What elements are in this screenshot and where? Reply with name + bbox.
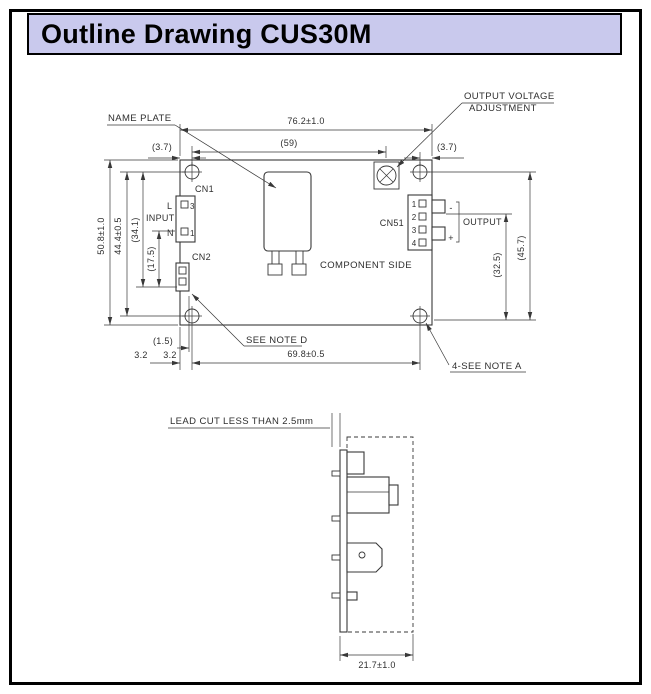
dim-341-text: (34.1) — [130, 217, 140, 242]
dim-37-right-text: (3.7) — [437, 142, 457, 152]
see-note-d-label: SEE NOTE D — [246, 335, 308, 346]
cn1-pin1-label: 1 — [190, 229, 195, 238]
dim-width-text: 76.2±1.0 — [287, 116, 324, 126]
mounting-holes — [182, 162, 430, 326]
dim-32-left-text: 3.2 — [134, 350, 147, 360]
cn1-label: CN1 — [195, 184, 214, 194]
cn51-label: CN51 — [380, 218, 404, 228]
cn2-connector: CN2 — [175, 252, 211, 292]
component-side-label: COMPONENT SIDE — [320, 260, 412, 271]
name-plate-component — [263, 171, 312, 276]
title-bar: Outline Drawing CUS30M — [27, 13, 622, 55]
dimension-34-1: (34.1) — [130, 172, 146, 287]
dimension-bottom-left: (1.5) 3.2 3.2 — [134, 336, 189, 366]
output-voltage-label-2: ADJUSTMENT — [469, 103, 537, 114]
dim-15-text: (1.5) — [153, 336, 173, 346]
dim-698-text: 69.8±0.5 — [287, 349, 324, 359]
cn51-pin3-label: 3 — [412, 226, 417, 235]
name-plate-label: NAME PLATE — [108, 113, 171, 124]
output-label: OUTPUT — [463, 217, 502, 227]
output-minus-label: - — [449, 203, 452, 213]
dimension-45-7: (45.7) — [516, 172, 533, 320]
dimension-board-height: 50.8±1.0 — [96, 160, 113, 325]
neutral-label: N — [167, 228, 174, 238]
dimension-hole-height: 44.4±0.5 — [113, 172, 130, 316]
dim-depth-text: 21.7±1.0 — [358, 660, 395, 670]
page-border-frame — [9, 9, 642, 685]
dimension-hole-width: 69.8±0.5 — [192, 349, 420, 366]
dimension-width: 76.2±1.0 — [180, 116, 432, 133]
callout-name-plate: NAME PLATE — [107, 113, 277, 189]
input-label: INPUT — [146, 213, 175, 223]
callout-see-note-d: SEE NOTE D — [191, 293, 308, 347]
cn51-pin4-label: 4 — [412, 239, 417, 248]
dimension-17-5: (17.5) — [146, 231, 162, 287]
see-note-a-label: 4-SEE NOTE A — [452, 361, 522, 372]
dim-457-text: (45.7) — [516, 235, 526, 260]
potentiometer — [373, 161, 400, 190]
dim-height-text: 50.8±1.0 — [96, 217, 106, 254]
side-view: LEAD CUT LESS THAN 2.5mm 21.7±1.0 — [168, 413, 414, 670]
cn51-pin2-label: 2 — [412, 213, 417, 222]
dimension-corner-right: (3.7) — [404, 142, 464, 161]
extension-lines — [104, 124, 536, 370]
dim-32-right-text: 3.2 — [163, 350, 176, 360]
cn51-connector: 1 2 3 4 CN51 — [380, 194, 433, 251]
dimension-corner-left: (3.7) — [148, 142, 206, 161]
output-voltage-label-1: OUTPUT VOLTAGE — [464, 91, 555, 102]
cn1-pin3-label: 3 — [190, 202, 195, 211]
cn1-connector: 3 1 CN1 L N INPUT — [146, 184, 214, 243]
output-tabs: - + OUTPUT — [431, 199, 502, 243]
cn51-pin1-label: 1 — [412, 200, 417, 209]
dim-59-text: (59) — [280, 138, 297, 148]
output-plus-label: + — [448, 233, 454, 243]
dimension-width-inner: (59) — [192, 138, 386, 155]
dim-444-text: 44.4±0.5 — [113, 217, 123, 254]
dim-175-text: (17.5) — [146, 246, 156, 271]
dimension-32-5: (32.5) — [492, 214, 509, 320]
dim-325-text: (32.5) — [492, 252, 502, 277]
page-title: Outline Drawing CUS30M — [41, 18, 372, 49]
dim-37-left-text: (3.7) — [152, 142, 172, 152]
lead-cut-label: LEAD CUT LESS THAN 2.5mm — [170, 416, 313, 427]
callout-output-voltage: OUTPUT VOLTAGE ADJUSTMENT — [396, 91, 555, 168]
cn2-label: CN2 — [192, 252, 211, 262]
callout-see-note-a: 4-SEE NOTE A — [425, 322, 526, 373]
line-label: L — [167, 201, 172, 211]
